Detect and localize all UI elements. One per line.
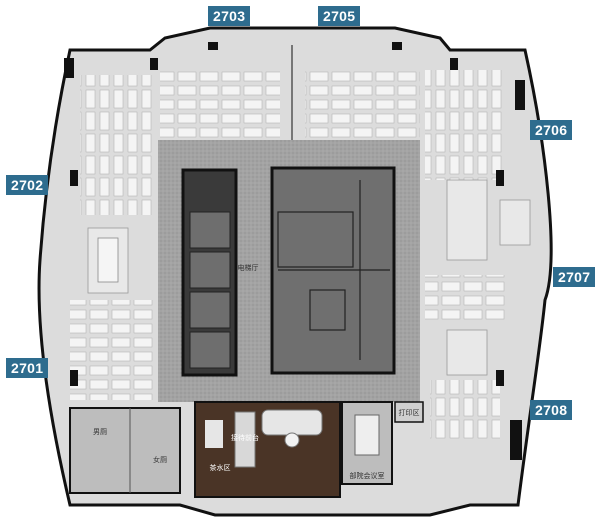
seating [261,409,323,436]
desk-cluster [425,70,505,180]
elevator-shafts [189,211,231,369]
reception-desk [234,411,256,468]
structural-columns [64,42,525,460]
meeting-table [97,237,119,283]
conference-table [354,414,380,456]
print-area [394,401,424,423]
desk-cluster [80,75,155,215]
tea-area-label: 茶水区 [210,463,231,472]
desk-cluster [425,275,505,320]
desk-cluster [160,70,280,140]
meeting-room-label: 部院会议室 [350,471,385,480]
unit-label-2705: 2705 [318,6,361,26]
counter [205,420,223,448]
meeting-zone [446,329,488,376]
unit-label-2701: 2701 [6,358,49,378]
unit-label-2708: 2708 [530,400,573,420]
unit-label-2702: 2702 [6,175,49,195]
reception-label: 接待前台 [231,433,259,442]
womens-restroom-label: 女厕 [153,455,167,464]
elevator-hall-label: 电梯厅 [238,263,259,272]
desk-cluster [305,70,420,140]
desk-cluster [70,300,155,400]
mens-restroom-label: 男厕 [93,428,107,436]
meeting-zone [499,199,531,246]
unit-label-2707: 2707 [553,267,596,287]
round-table [284,432,300,448]
unit-label-2706: 2706 [530,120,573,140]
restroom-block [69,407,181,494]
unit-label-2703: 2703 [208,6,251,26]
desk-cluster [430,380,500,440]
meeting-zone [446,179,488,261]
print-area-label: 打印区 [399,408,420,417]
